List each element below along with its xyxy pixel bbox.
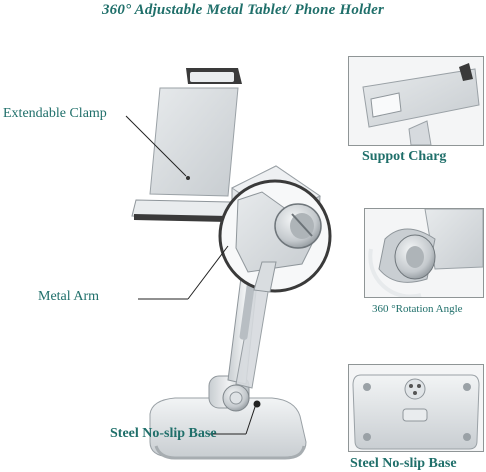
callout-extendable-clamp: Extendable Clamp <box>3 106 107 121</box>
panel-label-steel-base: Steel No-slip Base <box>350 456 457 471</box>
leader-arm-d <box>187 245 229 300</box>
callout-metal-arm: Metal Arm <box>38 289 100 304</box>
panel-label-support-charge: Suppot Charg <box>362 149 447 164</box>
magnifier-circle <box>218 179 332 293</box>
tablet-clamp <box>131 68 242 222</box>
steel-base <box>149 397 307 460</box>
leader-clamp <box>125 115 187 177</box>
leader-lines <box>125 115 257 435</box>
panel-label-rotation-angle: 360 °Rotation Angle <box>372 303 463 315</box>
leader-dot-base <box>253 400 261 408</box>
rotation-illustration <box>365 209 483 297</box>
callout-steel-base: Steel No-slip Base <box>110 426 217 441</box>
leader-base-d <box>245 403 257 435</box>
panel-steel-base <box>348 364 484 452</box>
panel-support-charge <box>348 56 484 146</box>
steel-base-illustration <box>349 365 483 451</box>
panel-rotation-angle <box>364 208 484 298</box>
support-charge-illustration <box>349 57 483 145</box>
page-title: 360° Adjustable Metal Tablet/ Phone Hold… <box>101 2 385 18</box>
